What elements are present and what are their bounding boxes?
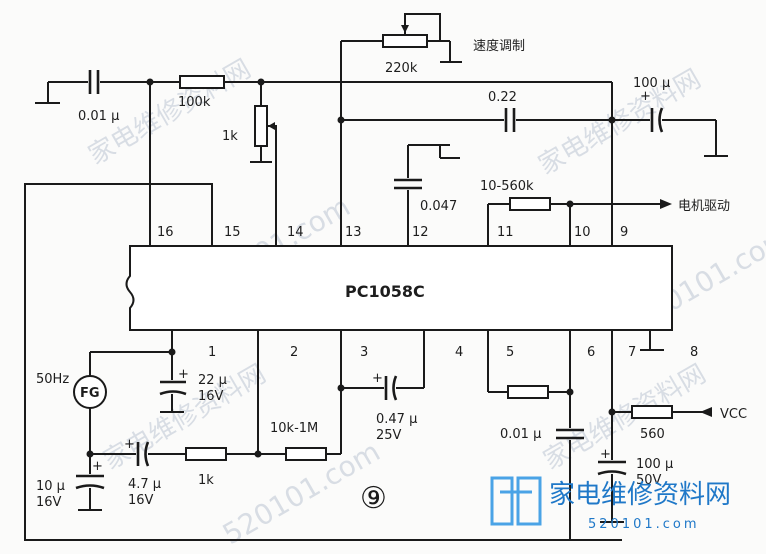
plus-top: + — [640, 89, 651, 104]
capacitor-100u-50v — [597, 460, 627, 476]
label-pot-1k: 1k — [222, 129, 238, 144]
label-c100-val: 100 μ — [636, 457, 673, 472]
bottom-circuit: + 22 μ 16V FG 50Hz + 10 μ 16V + 4.7 μ 16… — [24, 183, 747, 541]
label-speed-modulation: 速度调制 — [473, 38, 525, 54]
pin-14: 14 — [287, 225, 304, 240]
pin-6: 6 — [587, 345, 595, 360]
label-c-001b: 0.01 μ — [500, 427, 541, 442]
capacitor-0.22 — [504, 108, 516, 132]
capacitor-0.01u-bottom — [556, 428, 584, 440]
plus-10u: + — [92, 459, 103, 474]
label-c100-volt: 50V — [636, 473, 662, 488]
loop-pin15 — [24, 183, 622, 541]
label-c10-volt: 16V — [36, 495, 62, 510]
label-c-input: 0.01 μ — [78, 109, 119, 124]
pin-3: 3 — [360, 345, 368, 360]
potentiometer-220k — [382, 34, 428, 48]
potentiometer-1k — [254, 105, 268, 147]
pin-12: 12 — [412, 225, 429, 240]
label-r-10k: 10k-1M — [270, 421, 318, 436]
pin-13: 13 — [345, 225, 362, 240]
label-c47-volt: 16V — [128, 493, 154, 508]
brand-watermark: 家电维修资料网 520101.com — [490, 476, 731, 532]
label-c22-val: 22 μ — [198, 373, 227, 388]
capacitor-22u — [159, 380, 187, 396]
ic-name: PC1058C — [345, 282, 425, 301]
label-r-input: 100k — [178, 95, 211, 110]
label-c10-val: 10 μ — [36, 479, 65, 494]
label-r-fb: 10-560k — [480, 179, 534, 194]
pin-5: 5 — [506, 345, 514, 360]
watermark-site-4: 家电维修资料网 — [539, 359, 712, 476]
pin-11: 11 — [497, 225, 514, 240]
capacitor-4.7u — [136, 441, 150, 467]
resistor-10-560k — [509, 197, 551, 211]
brand-name: 家电维修资料网 — [549, 480, 731, 510]
label-r-1k: 1k — [198, 473, 214, 488]
brand-logo-icon — [490, 476, 542, 526]
plus-0.47u: + — [372, 371, 383, 386]
brand-url: 520101.com — [588, 517, 700, 532]
label-fg: FG — [80, 386, 100, 401]
capacitor-0.47u — [384, 375, 398, 401]
label-c-0047: 0.047 — [420, 199, 457, 214]
pin-1: 1 — [208, 345, 216, 360]
pin-8: 8 — [690, 345, 698, 360]
label-r-560: 560 — [640, 427, 665, 442]
pin-2: 2 — [290, 345, 298, 360]
pin-9: 9 — [620, 225, 628, 240]
label-c-022: 0.22 — [488, 90, 517, 105]
label-c047-val: 0.47 μ — [376, 412, 417, 427]
ic-pc1058c: PC1058C 16 15 14 13 12 11 10 9 1 2 3 4 5… — [125, 225, 698, 360]
plus-22u: + — [178, 367, 189, 382]
pin-15: 15 — [224, 225, 241, 240]
top-circuit: 0.01 μ 100k 1k 220k 速度调制 — [35, 13, 730, 246]
resistor-1k — [185, 447, 227, 461]
ic-body — [125, 245, 673, 331]
capacitor-input-0.01u — [88, 70, 100, 94]
capacitor-0.047 — [394, 178, 422, 190]
plus-100u: + — [600, 447, 611, 462]
resistor-560 — [631, 405, 673, 419]
label-50hz: 50Hz — [36, 372, 69, 387]
label-c22-volt: 16V — [198, 389, 224, 404]
label-c-100u-top: 100 μ — [633, 76, 670, 91]
label-motor-drive: 电机驱动 — [678, 199, 730, 214]
resistor-10k-1m — [285, 447, 327, 461]
pin-16: 16 — [157, 225, 174, 240]
resistor-100k — [179, 75, 225, 89]
pin-4: 4 — [455, 345, 463, 360]
plus-4.7u: + — [124, 437, 135, 452]
capacitor-100u-top — [650, 107, 664, 133]
label-vcc: VCC — [720, 407, 747, 422]
label-c47-val: 4.7 μ — [128, 477, 161, 492]
figure-number: ⑨ — [360, 481, 387, 516]
label-c047-volt: 25V — [376, 428, 402, 443]
pin-10: 10 — [574, 225, 591, 240]
label-pot-220k: 220k — [385, 61, 418, 76]
capacitor-10u — [75, 474, 105, 490]
pin-7: 7 — [628, 345, 636, 360]
resistor-pin5 — [507, 385, 549, 399]
